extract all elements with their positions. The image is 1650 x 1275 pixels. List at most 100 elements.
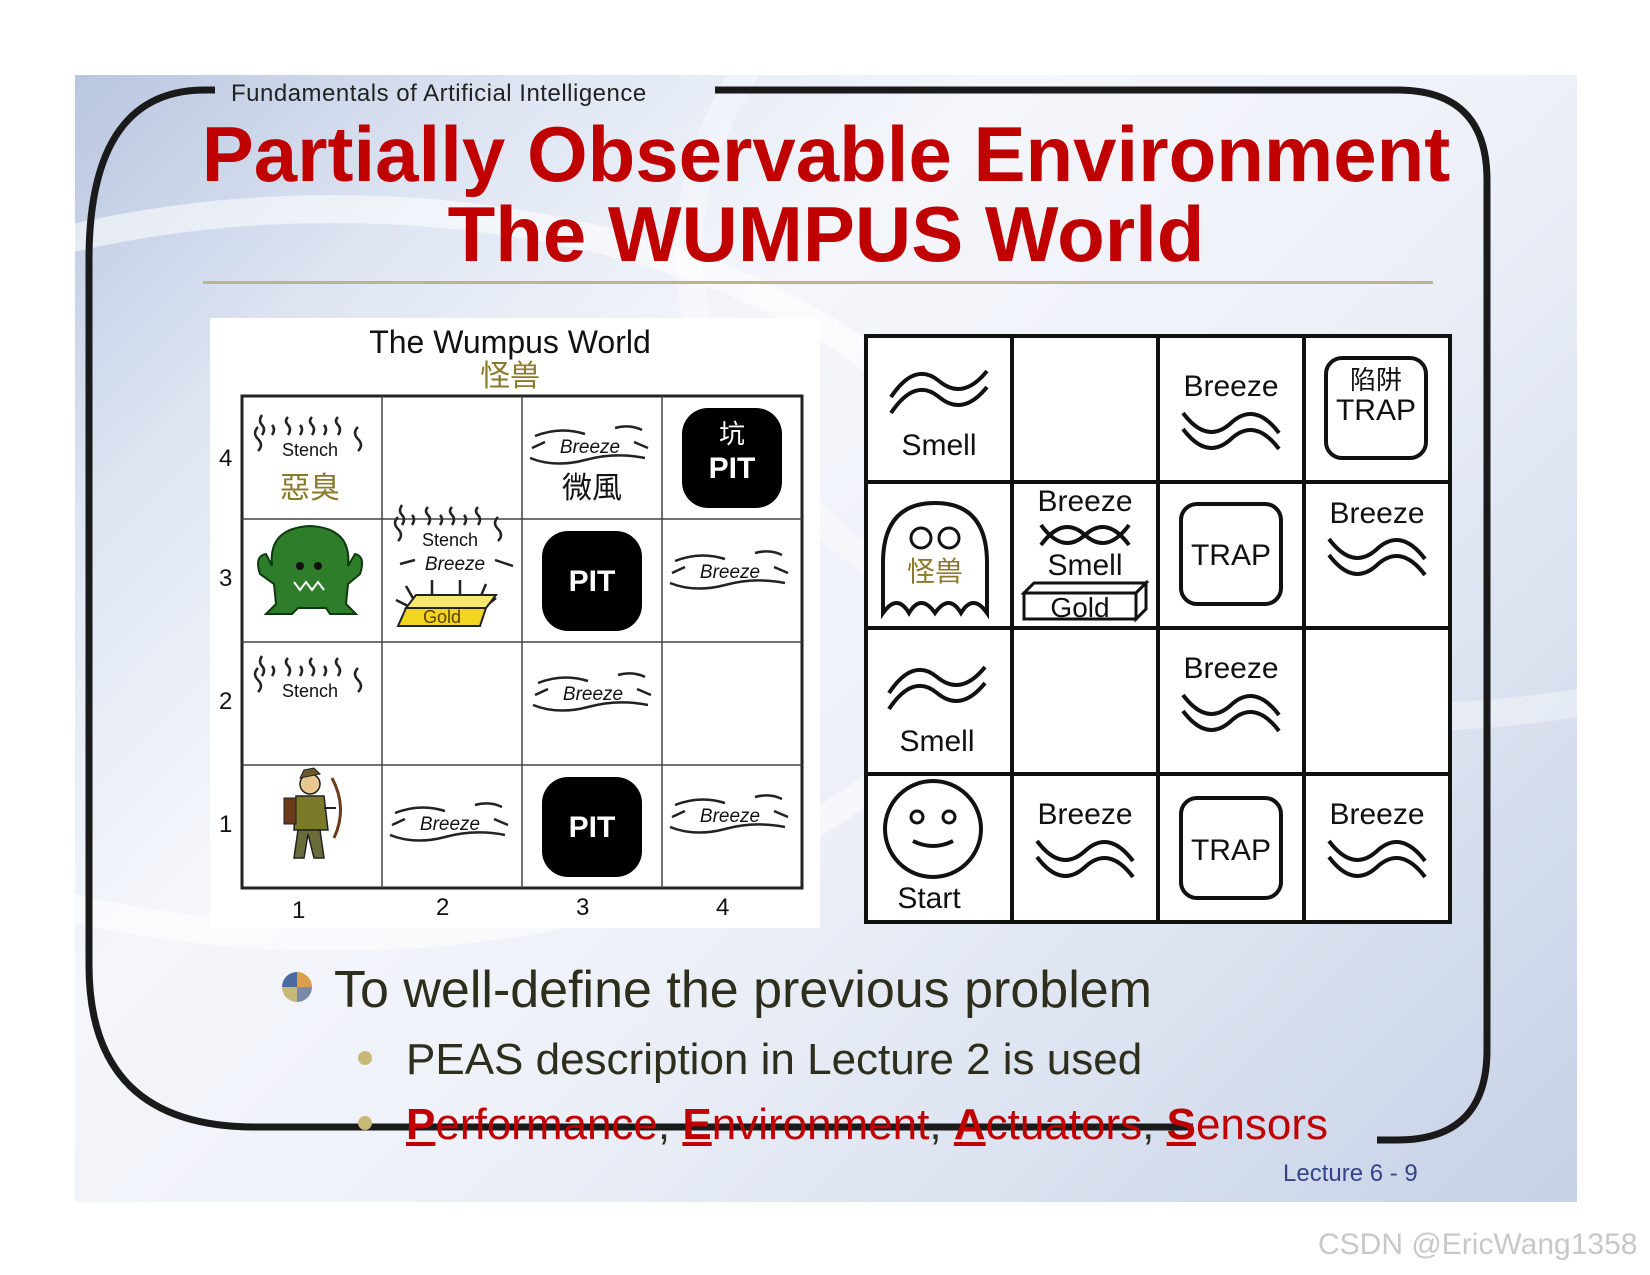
- peas-a-rest: ctuators: [985, 1100, 1143, 1149]
- row-label: 2: [219, 688, 232, 715]
- svg-text:Breeze: Breeze: [1329, 798, 1424, 831]
- svg-text:PIT: PIT: [569, 565, 616, 598]
- svg-text:Breeze: Breeze: [420, 814, 480, 835]
- sub-bullet-2: Performance, Environment, Actuators, Sen…: [358, 1100, 1328, 1150]
- peas-p-rest: erformance: [435, 1100, 658, 1149]
- slide-title-line2: The WUMPUS World: [447, 190, 1205, 278]
- breeze-icon: Breeze: [1181, 652, 1281, 733]
- peas-p: P: [406, 1100, 436, 1149]
- breeze-label: Breeze: [1037, 485, 1132, 518]
- breeze-icon: Breeze: [399, 554, 514, 575]
- stench-icon: Stench: [253, 654, 363, 701]
- svg-text:Breeze: Breeze: [700, 562, 760, 583]
- trap-icon: TRAP: [1179, 796, 1283, 900]
- svg-text:Breeze: Breeze: [560, 437, 620, 458]
- wumpus-ghost-icon: 怪兽: [881, 500, 989, 620]
- svg-text:陷阱: 陷阱: [1350, 365, 1402, 395]
- svg-text:Breeze: Breeze: [1183, 370, 1278, 403]
- svg-text:Breeze: Breeze: [1037, 798, 1132, 831]
- svg-text:Breeze: Breeze: [425, 554, 485, 575]
- row-label: 1: [219, 811, 232, 838]
- schematic-grid-figure: Smell Breeze 陷阱 TRAP 怪兽 Breeze Smell: [863, 333, 1453, 933]
- svg-text:TRAP: TRAP: [1336, 394, 1416, 427]
- trap-icon: 陷阱 TRAP: [1324, 356, 1428, 460]
- breeze-icon: Breeze: [531, 672, 653, 712]
- svg-text:Gold: Gold: [1050, 592, 1109, 623]
- col-label: 3: [576, 894, 589, 921]
- peas-sep: ,: [929, 1100, 954, 1149]
- pit-icon: 坑 PIT: [682, 408, 782, 508]
- svg-text:Gold: Gold: [423, 607, 461, 627]
- breeze-icon: Breeze: [388, 802, 510, 842]
- bullet-pie-icon: [282, 972, 312, 1003]
- svg-text:Breeze: Breeze: [1329, 497, 1424, 530]
- svg-text:怪兽: 怪兽: [907, 556, 963, 587]
- svg-text:TRAP: TRAP: [1191, 834, 1271, 867]
- figure-title: The Wumpus World: [369, 324, 651, 360]
- svg-text:Smell: Smell: [901, 429, 976, 462]
- sub-bullet-1: PEAS description in Lecture 2 is used: [358, 1035, 1142, 1085]
- breeze-icon: Breeze: [668, 550, 790, 590]
- svg-text:Stench: Stench: [422, 530, 478, 550]
- stench-icon: Stench: [253, 413, 363, 460]
- peas-e: E: [682, 1100, 712, 1149]
- svg-text:坑: 坑: [719, 419, 745, 449]
- gold-bar-icon: Gold: [1020, 579, 1150, 623]
- peas-sep: ,: [657, 1100, 683, 1149]
- figure-subtitle: 怪兽: [480, 360, 540, 393]
- agent-hunter-icon: [283, 767, 343, 859]
- svg-text:Stench: Stench: [282, 681, 338, 701]
- svg-text:PIT: PIT: [709, 452, 756, 485]
- sub-bullet-1-text: PEAS description in Lecture 2 is used: [406, 1035, 1143, 1084]
- svg-text:PIT: PIT: [569, 811, 616, 844]
- col-label: 1: [292, 897, 305, 924]
- wumpus-monster-icon: [257, 524, 364, 615]
- watermark: CSDN @EricWang1358: [1318, 1228, 1638, 1261]
- breeze-icon: Breeze: [1327, 798, 1427, 879]
- svg-text:Breeze: Breeze: [700, 806, 760, 827]
- slide-title-line1: Partially Observable Environment: [201, 110, 1451, 198]
- breeze-icon: Breeze: [528, 425, 650, 465]
- peas-s: S: [1166, 1100, 1196, 1149]
- course-header: Fundamentals of Artificial Intelligence: [231, 80, 647, 107]
- pit-icon: PIT: [542, 531, 642, 631]
- svg-text:Smell: Smell: [899, 725, 974, 758]
- row-label: 4: [219, 445, 232, 472]
- main-bullet: To well-define the previous problem: [280, 960, 1152, 1020]
- row-label: 3: [219, 565, 232, 592]
- gold-icon: Gold: [395, 580, 499, 627]
- peas-a: A: [953, 1100, 986, 1149]
- stench-cn-label: 惡臭: [280, 472, 340, 505]
- pit-icon: PIT: [542, 777, 642, 877]
- bullet-dot-icon: [358, 1051, 372, 1066]
- svg-text:Breeze: Breeze: [1183, 652, 1278, 685]
- svg-text:Breeze: Breeze: [563, 684, 623, 705]
- peas-s-rest: ensors: [1195, 1100, 1329, 1149]
- stench-icon: Stench: [393, 503, 503, 550]
- breeze-icon: Breeze: [1181, 370, 1281, 451]
- wumpus-world-figure: The Wumpus World 怪兽 4 3 2 1 1 2 3 4 Sten…: [210, 318, 820, 928]
- smell-breeze-cross-icon: [1039, 523, 1131, 547]
- col-label: 2: [436, 894, 449, 921]
- breeze-icon: Breeze: [668, 794, 790, 834]
- agent-smiley-icon: [883, 779, 983, 879]
- peas-e-rest: nvironment: [711, 1100, 930, 1149]
- smell-label: Smell: [1047, 549, 1122, 582]
- col-label: 4: [716, 894, 729, 921]
- svg-text:Stench: Stench: [282, 440, 338, 460]
- breeze-icon: Breeze: [1035, 798, 1135, 879]
- start-label: Start: [897, 882, 961, 915]
- slide-frame: [85, 86, 1491, 1144]
- title-divider: [203, 281, 1433, 284]
- breeze-cn-label: 微風: [562, 472, 622, 505]
- peas-sep: ,: [1142, 1100, 1167, 1149]
- lecture-number: Lecture 6 - 9: [1283, 1160, 1418, 1187]
- schematic-grid-svg: Smell Breeze 陷阱 TRAP 怪兽 Breeze Smell: [864, 334, 1452, 924]
- wumpus-world-grid-svg: The Wumpus World 怪兽 4 3 2 1 1 2 3 4 Sten…: [219, 324, 804, 924]
- trap-icon: TRAP: [1179, 502, 1283, 606]
- breeze-icon: Breeze: [1327, 497, 1427, 577]
- main-bullet-text: To well-define the previous problem: [334, 961, 1152, 1019]
- smell-icon: Smell: [889, 369, 989, 462]
- bullet-dot-icon: [358, 1116, 372, 1131]
- svg-text:TRAP: TRAP: [1191, 539, 1271, 572]
